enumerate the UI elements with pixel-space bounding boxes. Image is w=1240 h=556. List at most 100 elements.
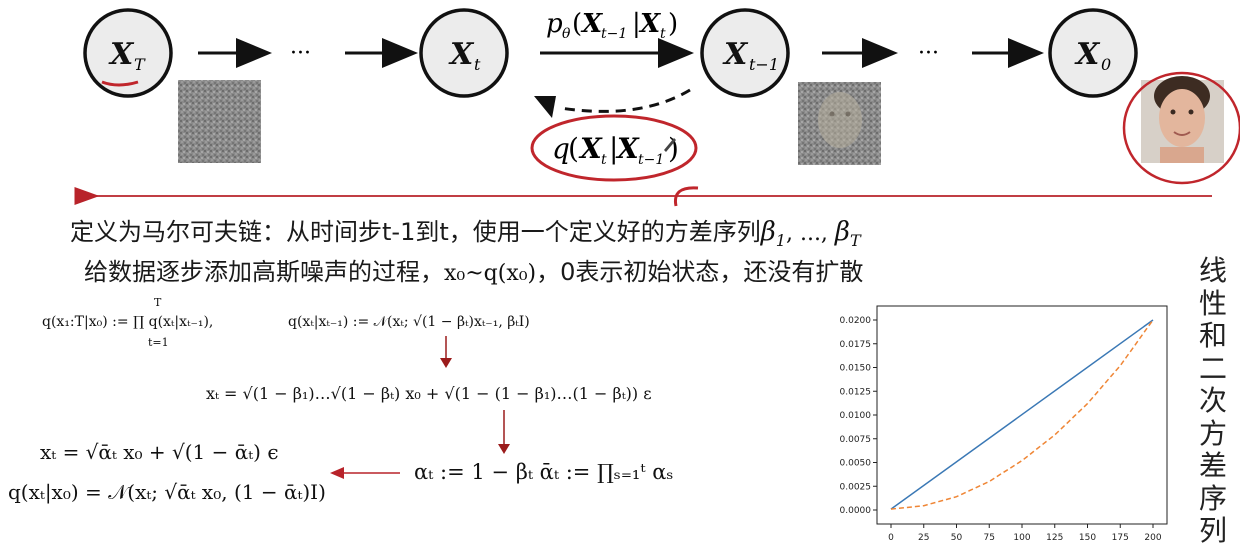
y-tick-label: 0.0100 <box>840 411 872 421</box>
equation-closed-form: xₜ = √ᾱₜ x₀ + √(1 − ᾱₜ) ϵ <box>40 440 279 464</box>
noise-image-xT <box>178 80 261 163</box>
ellipsis-text: , ..., <box>785 221 835 246</box>
x-tick-label: 75 <box>984 533 995 543</box>
y-tick-label: 0.0150 <box>840 364 872 374</box>
rev-x2-sub: t <box>660 26 666 42</box>
x0-distribution: x₀~q(x₀) <box>444 261 537 286</box>
x-tick-label: 0 <box>888 533 894 543</box>
equation-marginal: q(xₜ|x₀) = 𝒩(xₜ; √ᾱₜ x₀, (1 − ᾱₜ)I) <box>8 480 326 504</box>
vertical-label-char: 性 <box>1198 286 1227 320</box>
x-tick-label: 25 <box>918 533 929 543</box>
node-x-T-main: X <box>108 37 135 72</box>
x-tick-label: 100 <box>1013 533 1030 543</box>
theta-symbol: θ <box>562 26 571 42</box>
linear-schedule-line <box>890 319 1154 510</box>
y-tick-label: 0.0000 <box>840 506 872 516</box>
equation-expanded: xₜ = √(1 − β₁)…√(1 − βₜ) x₀ + √(1 − (1 −… <box>206 384 652 403</box>
x-tick-label: 50 <box>951 533 963 543</box>
description-line-1-text: 定义为马尔可夫链：从时间步t-1到t，使用一个定义好的方差序列 <box>70 218 761 246</box>
description-line-1: 定义为马尔可夫链：从时间步t-1到t，使用一个定义好的方差序列β1, ..., … <box>70 212 861 250</box>
arrow-left-1 <box>330 467 400 479</box>
y-tick-label: 0.0050 <box>840 459 872 469</box>
fwd-x2: X <box>615 132 640 165</box>
beta-T-symbol: βT <box>834 217 861 251</box>
beta-1-symbol: β1 <box>760 217 786 251</box>
x-tick-label: 150 <box>1079 533 1096 543</box>
fwd-x1: X <box>578 132 603 165</box>
q-symbol: q <box>552 132 570 165</box>
x-tick-label: 125 <box>1046 533 1063 543</box>
beta-T: β <box>834 217 850 247</box>
dashed-arrowhead <box>534 96 556 118</box>
clean-face-image <box>1141 76 1224 163</box>
partially-denoised-image <box>798 82 881 165</box>
vertical-label-char: 线 <box>1198 254 1227 287</box>
rev-x1: X <box>580 9 604 39</box>
vertical-label-char: 二 <box>1198 351 1227 385</box>
fwd-paren-open: ( <box>568 132 579 165</box>
paren-open: ( <box>572 9 582 39</box>
arrow-down-2 <box>498 410 510 454</box>
red-circle-annotation <box>530 114 698 182</box>
node-x-t-minus-1-main: X <box>722 37 749 72</box>
node-x-t-minus-1-sub: t−1 <box>749 55 779 74</box>
paren-close: ) <box>668 9 678 39</box>
arrow-down-1 <box>440 336 452 368</box>
fwd-bar: | <box>609 132 618 165</box>
product-lower-limit: t=1 <box>148 336 169 349</box>
node-x-0-sub: 0 <box>1101 55 1111 74</box>
red-circle-face <box>1122 71 1240 185</box>
node-x-0: X 0 <box>1048 8 1138 98</box>
equation-joint-forward-text: q(x₁:T|x₀) := ∏ q(xₜ|xₜ₋₁), <box>42 314 214 330</box>
ellipsis-left: ··· <box>290 41 311 66</box>
description-line-2-end: ，0表示初始状态，还没有扩散 <box>536 258 864 286</box>
rev-x1-sub: t−1 <box>601 26 627 42</box>
node-x-t-main: X <box>448 37 475 72</box>
description-line-2-text: 给数据逐步添加高斯噪声的过程， <box>84 258 444 286</box>
node-x-T-sub: T <box>134 55 146 74</box>
node-x-T: X T <box>83 8 173 98</box>
ellipsis-right: ··· <box>918 41 939 66</box>
x-tick-label: 200 <box>1144 533 1161 543</box>
fwd-paren-close: ) <box>668 132 679 165</box>
vertical-label-char: 方 <box>1198 416 1227 450</box>
y-tick-label: 0.0200 <box>840 316 872 326</box>
beta-1: β <box>760 217 776 247</box>
rev-bar: | <box>632 9 641 39</box>
y-tick-label: 0.0125 <box>840 387 872 397</box>
equation-joint-forward: q(x₁:T|x₀) := ∏ q(xₜ|xₜ₋₁), <box>42 314 213 330</box>
equation-single-step: q(xₜ|xₜ₋₁) := 𝒩(xₜ; √(1 − βₜ)xₜ₋₁, βₜI) <box>288 314 530 330</box>
x-tick-label: 175 <box>1112 533 1129 543</box>
quadratic-schedule-line <box>890 319 1154 510</box>
forward-process-dashed-arrow <box>559 88 691 113</box>
description-line-2: 给数据逐步添加高斯噪声的过程，x₀~q(x₀)，0表示初始状态，还没有扩散 <box>84 252 863 287</box>
pen-cursor-icon <box>664 138 676 152</box>
fwd-x2-sub: t−1 <box>638 152 664 168</box>
fwd-x1-sub: t <box>601 152 607 168</box>
reverse-process-label: p θ ( X t−1 | X t ) <box>546 9 678 42</box>
equation-alpha-definition: αₜ := 1 − βₜ ᾱₜ := ∏ₛ₌₁ᵗ αₛ <box>414 460 674 484</box>
vertical-label-char: 列 <box>1198 514 1227 547</box>
vertical-label-char: 和 <box>1198 319 1227 352</box>
y-tick-label: 0.0025 <box>840 482 872 492</box>
rev-x2: X <box>638 9 662 39</box>
vertical-label-char: 次 <box>1198 384 1227 417</box>
red-hook-annotation <box>673 186 699 207</box>
forward-process-label: q ( X t | X t−1 ) <box>552 132 679 168</box>
vertical-label-char: 序 <box>1198 481 1227 515</box>
red-underline-mark <box>101 80 139 87</box>
node-x-t: X t <box>419 8 509 98</box>
p-symbol: p <box>546 9 563 39</box>
variance-schedule-chart: 0 25 50 75 100 125 150 175 200 0.0000 0.0025 0.0050… <box>840 305 1168 543</box>
node-x-t-minus-1: X t−1 <box>700 8 790 98</box>
markov-chain-diagram: X T X t X t−1 X 0 ··· ··· p θ ( X t−1 | … <box>74 8 1240 207</box>
node-x-t-sub: t <box>474 55 481 74</box>
product-upper-limit: T <box>154 296 162 309</box>
y-tick-label: 0.0075 <box>840 435 872 445</box>
vertical-label: 线性和二次方差序列 <box>1196 254 1230 548</box>
beta-T-sub: T <box>849 231 861 251</box>
y-tick-label: 0.0175 <box>840 340 872 350</box>
beta-1-sub: 1 <box>775 231 786 251</box>
node-x-0-main: X <box>1074 37 1101 72</box>
vertical-label-char: 差 <box>1198 449 1227 482</box>
